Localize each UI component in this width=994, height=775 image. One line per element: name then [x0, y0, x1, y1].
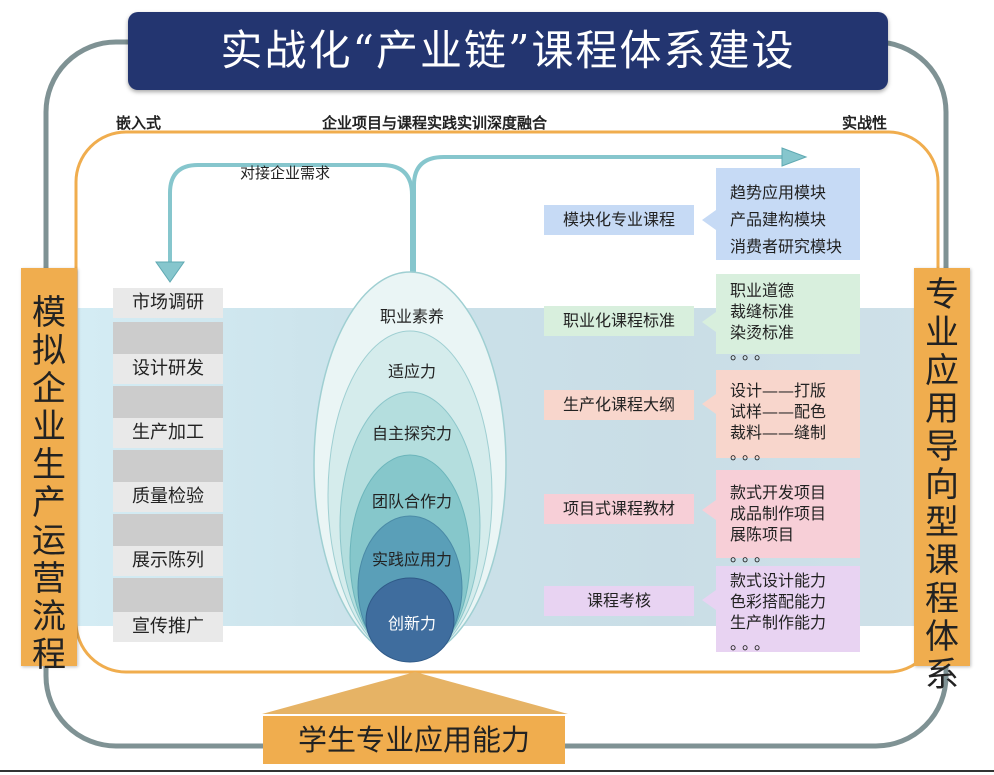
ability-teamwork: 团队合作力: [371, 492, 452, 511]
embedded-label: 嵌入式: [116, 114, 162, 132]
detail-line: 。。。: [730, 344, 775, 363]
stage-production: 生产加工: [113, 418, 223, 448]
arrow-label: 对接企业需求: [240, 164, 331, 182]
ability-practice: 实践应用力: [371, 550, 452, 569]
detail-line: 职业道德: [730, 281, 795, 300]
ellipse-innovation: [365, 577, 455, 663]
detail-line: 。。。: [730, 634, 775, 653]
course-detail-project: 款式开发项目 成品制作项目 展陈项目 。。。: [700, 472, 864, 566]
student-ability-label: 学生专业应用能力: [263, 716, 565, 764]
stage-promotion: 宣传推广: [113, 612, 223, 642]
right-arrow-head: [781, 147, 808, 167]
ability-professionalism: 职业素养: [379, 307, 444, 326]
practical-label: 实战性: [842, 114, 888, 132]
detail-line: 染烫标准: [730, 323, 795, 342]
detail-line: 裁缝标准: [730, 302, 795, 321]
detail-line: 设计——打版: [730, 381, 827, 400]
course-project: 项目式课程教材: [544, 494, 694, 524]
course-detail-professional: 职业道德 裁缝标准 染烫标准 。。。: [700, 270, 864, 364]
stage-quality: 质量检验: [113, 482, 223, 512]
stage-connector: [113, 578, 223, 612]
left-side-label: 模拟企业生产运营流程: [21, 268, 77, 674]
page-title: 实战化“产业链”课程体系建设: [128, 12, 888, 90]
course-detail-bg: [702, 168, 860, 260]
right-arrow: [412, 155, 790, 272]
detail-line: 。。。: [730, 546, 775, 565]
detail-line: 生产制作能力: [730, 613, 827, 632]
ability-adaptability: 适应力: [387, 362, 436, 381]
detail-line: 。。。: [730, 444, 775, 463]
detail-line: 款式开发项目: [730, 483, 827, 502]
detail-line: 色彩搭配能力: [730, 592, 827, 611]
stage-market-research: 市场调研: [113, 288, 223, 318]
course-detail-assessment: 款式设计能力 色彩搭配能力 生产制作能力 。。。: [700, 560, 864, 654]
course-professional: 职业化课程标准: [544, 306, 694, 336]
detail-line: 产品建构模块: [730, 210, 827, 229]
detail-line: 消费者研究模块: [730, 237, 843, 256]
integration-label: 企业项目与课程实践实训深度融合: [322, 114, 548, 132]
left-side-text: 模拟企业生产运营流程: [32, 293, 66, 675]
stage-connector: [113, 386, 223, 420]
course-modular: 模块化专业课程: [544, 205, 694, 235]
stage-design: 设计研发: [113, 354, 223, 384]
left-arrow: [168, 163, 414, 272]
course-production: 生产化课程大纲: [544, 390, 694, 420]
detail-line: 试样——配色: [730, 402, 827, 421]
stage-connector: [113, 322, 223, 356]
right-side-text: 专业应用导向型课程体系: [925, 275, 959, 695]
detail-line: 趋势应用模块: [730, 183, 827, 202]
detail-line: 裁料——缝制: [730, 423, 827, 442]
stage-display: 展示陈列: [113, 546, 223, 576]
detail-line: 款式设计能力: [730, 571, 827, 590]
ability-ellipses: [313, 271, 507, 663]
stage-connector: [113, 514, 223, 548]
course-detail-bg: [702, 470, 860, 558]
bottom-funnel: [262, 672, 568, 714]
course-detail-bg: [702, 370, 860, 458]
ability-inquiry: 自主探究力: [371, 424, 452, 443]
course-assessment: 课程考核: [544, 586, 694, 616]
course-detail-bg: [702, 566, 860, 652]
detail-line: 展陈项目: [730, 525, 795, 544]
left-arrow-head: [155, 261, 185, 283]
detail-line: 成品制作项目: [730, 504, 827, 523]
right-side-label: 专业应用导向型课程体系: [914, 268, 970, 694]
stage-connector: [113, 450, 223, 484]
bottom-rule: [0, 770, 994, 772]
course-detail-production: 设计——打版 试样——配色 裁料——缝制 。。。: [700, 370, 864, 464]
course-detail-bg: [702, 274, 860, 354]
ability-innovation: 创新力: [387, 614, 436, 633]
course-detail-modular: 趋势应用模块 产品建构模块 消费者研究模块: [700, 172, 864, 257]
